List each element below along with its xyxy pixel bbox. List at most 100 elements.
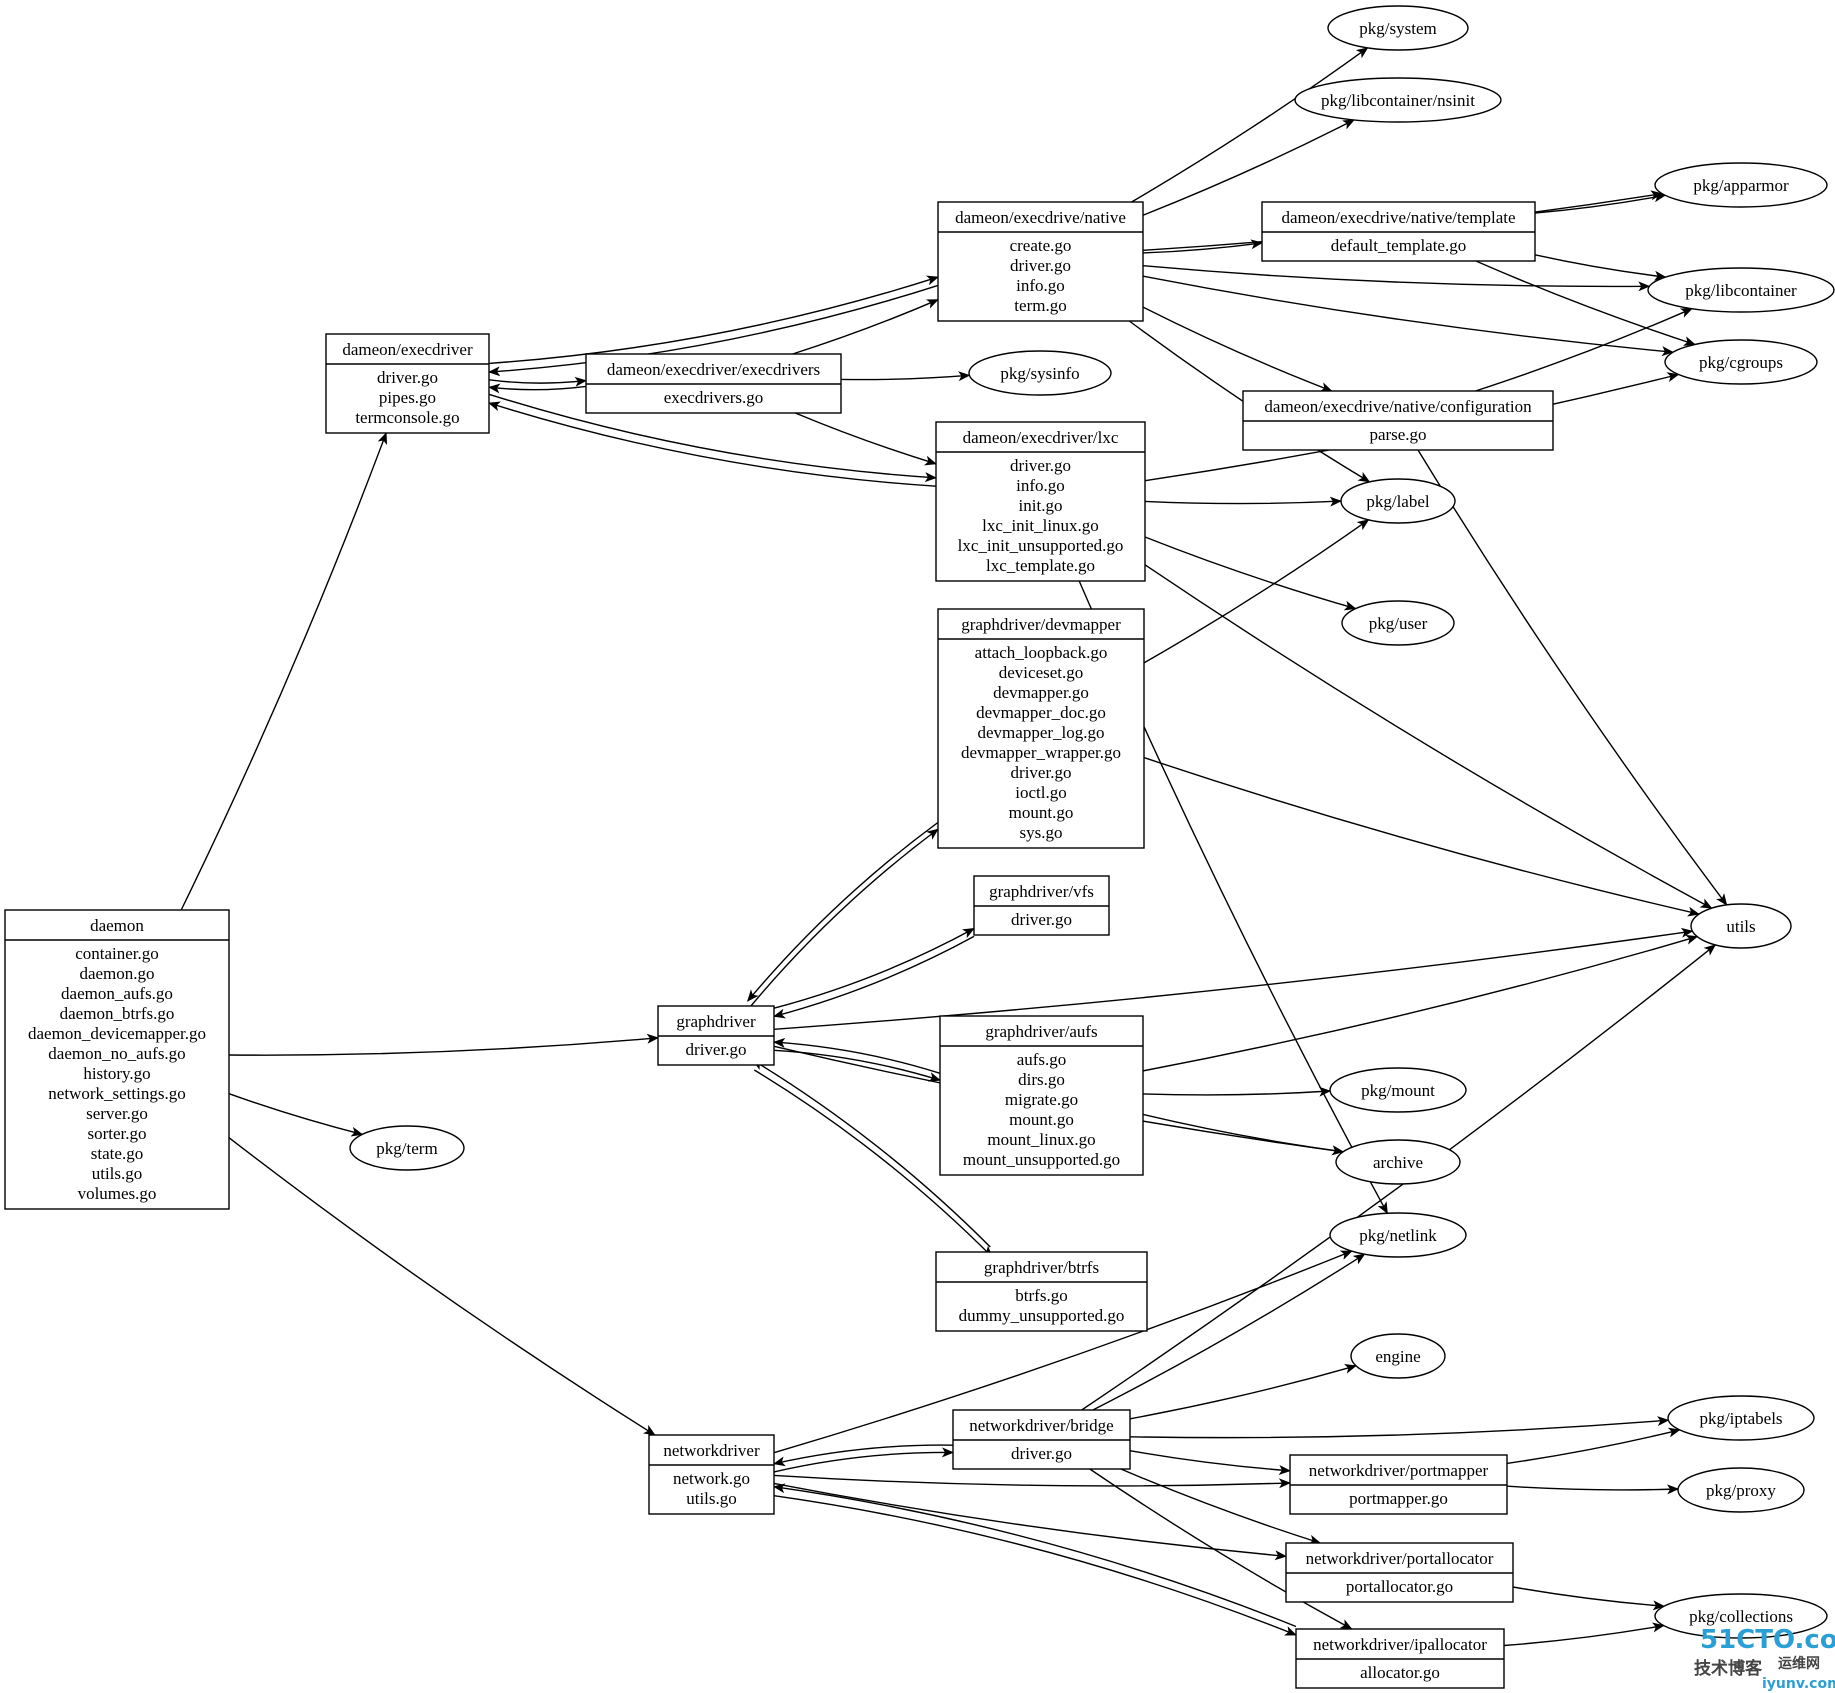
record-file: devmapper_wrapper.go [961,743,1121,762]
watermark-cn-right: 运维网 [1778,1655,1820,1672]
record-node-aufs: graphdriver/aufsaufs.godirs.gomigrate.go… [939,1015,1144,1176]
edge-aufs-to-archive [1142,1113,1345,1156]
edge-configuration-to-utils [1417,449,1728,906]
edge-networkdriver-to-ipallocator [773,1495,1297,1636]
package-node-utils: utils [1690,903,1792,949]
edge-configuration-to-pkg-libcontainer [1475,308,1693,392]
package-node-pkg-mount: pkg/mount [1329,1067,1467,1113]
package-ellipse [1329,1212,1467,1258]
edge-bridge-to-portmapper [1129,1450,1291,1475]
record-title: graphdriver/vfs [989,882,1094,901]
package-label: pkg/apparmor [1693,176,1789,195]
record-file: termconsole.go [355,408,459,427]
package-ellipse [1647,267,1835,313]
edge-graphdriver-to-aufs [773,1049,941,1082]
record-file: lxc_init_unsupported.go [958,536,1124,555]
edge-networkdriver-to-bridge [773,1447,954,1473]
record-node-portallocator: networkdriver/portallocator portallocator… [1285,1542,1514,1603]
package-ellipse [1335,1139,1461,1185]
edge-native-to-pkg-system [1131,47,1369,203]
package-ellipse [1329,1067,1467,1113]
edge-btrfs-to-graphdriver [751,1059,991,1248]
package-label: pkg/libcontainer/nsinit [1321,91,1475,110]
edge-native-to-pkg-libcontainer [1142,265,1651,292]
record-file: dummy_unsupported.go [959,1306,1125,1325]
record-node-devmapper: graphdriver/devmapperattach_loopback.god… [937,608,1145,849]
record-node-template: dameon/execdrive/native/template default_… [1261,201,1536,262]
watermark-site: iyunv.com [1762,1676,1835,1692]
nodes-layer: daemoncontainer.godaemon.godaemon_aufs.g… [4,5,1835,1689]
record-file: mount.go [1009,1110,1074,1129]
package-label: utils [1726,917,1755,936]
record-file: mount_linux.go [987,1130,1095,1149]
record-file: lxc_init_linux.go [982,516,1099,535]
record-node-lxc: dameon/execdriver/lxcdriver.goinfo.goini… [935,421,1146,582]
record-file: driver.go [377,368,438,387]
record-file: driver.go [1011,763,1072,782]
record-file: driver.go [1010,256,1071,275]
edge-networkdriver-to-pkg-netlink [773,1250,1353,1454]
edge-networkdriver-to-portmapper [773,1474,1291,1489]
package-node-archive: archive [1335,1139,1461,1185]
record-title: networkdriver/portmapper [1309,1461,1489,1480]
record-file: info.go [1016,276,1065,295]
edge-graphdriver-to-btrfs [753,1069,993,1258]
record-file: devmapper_doc.go [976,703,1106,722]
record-box [4,909,230,1210]
record-file: portmapper.go [1349,1489,1448,1508]
edge-lxc-to-pkg-label [1144,496,1342,507]
package-node-pkg-nsinit: pkg/libcontainer/nsinit [1294,77,1502,123]
record-file: daemon_devicemapper.go [28,1024,206,1043]
package-node-pkg-user: pkg/user [1341,600,1455,646]
record-file: utils.go [92,1164,143,1183]
edge-execdrivers-to-native [792,299,939,355]
package-node-pkg-iptabels: pkg/iptabels [1667,1395,1815,1441]
record-node-portmapper: networkdriver/portmapper portmapper.go [1289,1454,1508,1515]
record-file: init.go [1019,496,1063,515]
record-title: graphdriver/btrfs [984,1258,1099,1277]
record-file: migrate.go [1005,1090,1078,1109]
package-ellipse [968,350,1112,396]
edge-native-to-configuration [1142,306,1333,392]
record-box [935,1251,1148,1332]
record-title: dameon/execdriver/lxc [963,428,1119,447]
record-file: mount.go [1009,803,1074,822]
package-node-pkg-proxy: pkg/proxy [1677,1467,1805,1513]
edge-portallocator-to-pkg-collections [1512,1586,1665,1611]
edge-daemon-to-execdriver [180,432,388,911]
record-file: default_template.go [1331,236,1466,255]
edge-execdriver-to-lxc [488,393,937,483]
edge-native-to-pkg-nsinit [1142,119,1355,216]
package-node-pkg-libcontainer: pkg/libcontainer [1647,267,1835,313]
record-box [939,1015,1144,1176]
package-node-pkg-apparmor: pkg/apparmor [1654,162,1828,208]
record-title: graphdriver/devmapper [961,615,1121,634]
edge-devmapper-to-graphdriver [747,821,939,1002]
record-file: sorter.go [87,1124,146,1143]
record-file: mount_unsupported.go [963,1150,1120,1169]
edge-execdrivers-to-lxc [795,412,937,466]
package-label: pkg/mount [1361,1081,1435,1100]
record-box [937,201,1144,322]
record-file: deviceset.go [999,663,1084,682]
record-title: networkdriver/portallocator [1306,1549,1494,1568]
package-label: pkg/netlink [1359,1226,1437,1245]
package-node-pkg-collections: pkg/collections [1654,1593,1828,1639]
record-file: portallocator.go [1346,1577,1453,1596]
record-node-btrfs: graphdriver/btrfsbtrfs.godummy_unsupport… [935,1251,1148,1332]
edge-template-to-pkg-libcontainer [1534,254,1667,281]
record-file: lxc_template.go [986,556,1095,575]
record-file: ioctl.go [1015,783,1066,802]
record-file: state.go [91,1144,143,1163]
package-ellipse [1350,1333,1446,1379]
record-title: dameon/execdrive/native/template [1281,208,1515,227]
record-file: driver.go [1011,1444,1072,1463]
edge-native-to-template [1142,239,1263,254]
record-box [935,421,1146,582]
package-ellipse [349,1125,465,1171]
package-ellipse [1654,162,1828,208]
package-ellipse [1690,903,1792,949]
edge-graphdriver-to-utils [773,927,1694,1030]
